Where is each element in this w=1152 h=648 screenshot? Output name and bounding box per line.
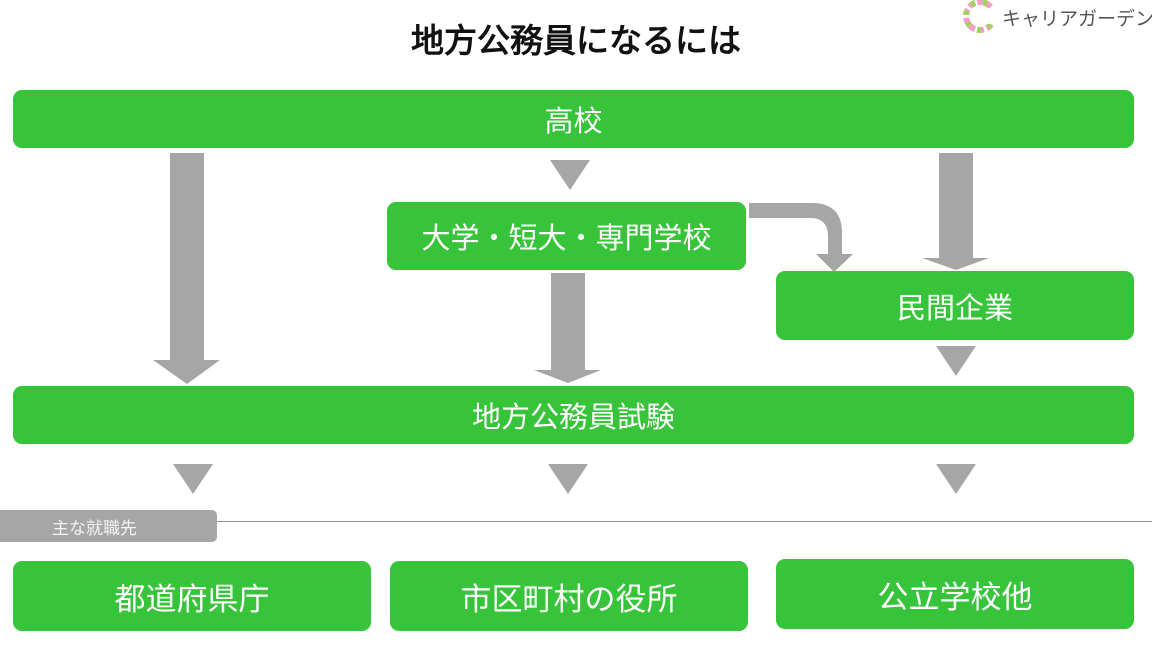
brand-logo[interactable]: キャリアガーデン: [962, 0, 1152, 34]
main-employers-tag: 主な就職先: [0, 510, 217, 542]
circle-logo-icon: [963, 0, 998, 33]
exam-box: 地方公務員試験: [13, 386, 1134, 444]
arrow-highschool-to-college: [550, 160, 590, 190]
arrow-exam-to-school: [936, 464, 976, 494]
page-title: 地方公務員になるには: [411, 21, 741, 60]
company-label: 民間企業: [896, 290, 1013, 325]
arrow-exam-to-municipal: [548, 464, 588, 494]
employer-prefecture-box: 都道府県庁: [13, 561, 371, 631]
exam-label: 地方公務員試験: [471, 400, 675, 434]
arrow-college-to-company: [749, 203, 853, 272]
arrow-highschool-to-exam: [153, 153, 220, 384]
college-box: 大学・短大・専門学校: [387, 202, 746, 270]
arrow-college-to-exam: [534, 273, 601, 383]
employer-municipal-label: 市区町村の役所: [460, 581, 678, 618]
employer-school-box: 公立学校他: [776, 559, 1134, 629]
employer-prefecture-label: 都道府県庁: [114, 581, 270, 618]
employer-municipal-box: 市区町村の役所: [390, 561, 748, 631]
highschool-label: 高校: [544, 104, 603, 138]
arrow-highschool-to-company: [922, 153, 989, 270]
college-label: 大学・短大・専門学校: [421, 221, 712, 255]
arrow-company-to-exam: [936, 346, 976, 376]
employer-school-label: 公立学校他: [877, 579, 1033, 616]
highschool-box: 高校: [13, 90, 1134, 148]
logo-text: キャリアガーデン: [1002, 7, 1152, 30]
divider-line: [217, 521, 1152, 522]
arrow-exam-to-prefecture: [173, 464, 213, 494]
company-box: 民間企業: [776, 271, 1134, 340]
